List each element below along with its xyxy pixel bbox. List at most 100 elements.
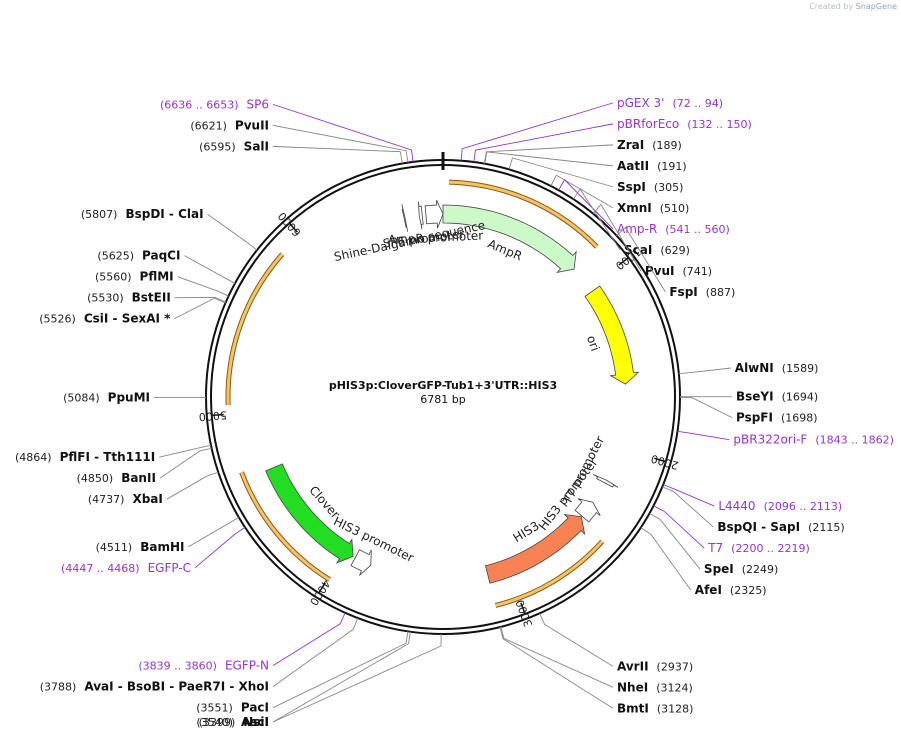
site-position: (3839 .. 3860)	[138, 660, 217, 673]
feature-his3	[485, 513, 586, 584]
site-leader-line	[508, 157, 614, 188]
site-name: PflMI	[140, 270, 174, 284]
site-leader-line	[184, 255, 236, 284]
credit-prefix: Created by	[809, 2, 854, 11]
site-position: (3788)	[40, 681, 77, 694]
site-label: AatII(191)	[617, 159, 687, 173]
site-name: ZraI	[617, 138, 644, 152]
site-label: NheI(3124)	[617, 680, 693, 694]
site-leader-line	[500, 626, 614, 688]
site-position: (1698)	[781, 412, 818, 425]
site-label: SpeI(2249)	[704, 562, 778, 576]
site-label: (5526) CsiI - SexAI *	[39, 312, 171, 326]
site-name: BamHI	[140, 540, 184, 554]
site-label: (3551)PacI	[196, 701, 269, 715]
site-label: AlwNI(1589)	[735, 361, 819, 375]
feature-label-ampr-promoter: AmpR promoter	[388, 228, 484, 246]
site-position: (5625)	[97, 250, 134, 263]
site-leader-line	[678, 367, 731, 375]
snapgene-logo: SnapGene	[855, 2, 897, 11]
feature-clover	[265, 463, 354, 564]
site-position: (3540)	[196, 716, 233, 729]
feature-ori	[584, 285, 640, 385]
tick-label: 2000	[649, 452, 680, 472]
site-name: PaqCI	[142, 249, 180, 263]
site-name: AscI	[241, 715, 269, 729]
site-leader-line	[272, 631, 411, 723]
site-position: (2249)	[742, 563, 779, 576]
site-leader-line	[272, 631, 409, 709]
site-label: (5625) PaqCI	[97, 249, 180, 263]
tick-mark	[318, 582, 326, 594]
site-position: (6621)	[190, 119, 227, 132]
site-position: (4511)	[96, 541, 133, 554]
site-name: ScaI	[624, 243, 652, 257]
site-label: (6595)SalI	[199, 139, 269, 153]
site-name: EGFP-N	[225, 659, 269, 673]
site-position: (2937)	[657, 660, 694, 673]
feature-label-ori: ori	[584, 334, 602, 353]
site-position: (1843 .. 1862)	[815, 434, 894, 447]
site-position: (305)	[654, 181, 684, 194]
site-position: (189)	[652, 139, 682, 152]
site-name: pBRforEco	[617, 117, 679, 131]
site-leader-line	[662, 486, 714, 528]
site-name: AfeI	[695, 583, 722, 597]
site-label: FspI(887)	[669, 285, 735, 299]
site-leader-line	[166, 471, 219, 500]
site-position: (2325)	[730, 584, 767, 597]
site-leader-line	[272, 617, 359, 688]
site-name: XmnI	[617, 201, 652, 215]
site-position: (3128)	[657, 702, 694, 715]
site-position: (5526)	[39, 313, 76, 326]
site-position: (541 .. 560)	[665, 223, 730, 236]
site-name: PflFI - Tth111I	[60, 450, 156, 464]
primer-label: pBRforEco(132 .. 150)	[617, 117, 752, 131]
site-name: pBR322ori-F	[733, 433, 807, 447]
primer-label: L4440(2096 .. 2113)	[718, 499, 842, 513]
tick-mark	[211, 413, 224, 417]
site-leader-line	[558, 178, 614, 230]
feature-ampr-promoter	[424, 199, 444, 229]
site-name: EGFP-C	[148, 561, 191, 575]
snapgene-credit: Created by SnapGene	[809, 2, 897, 11]
site-label: (6621)PvuII	[190, 118, 269, 132]
feature-his3-promoter-left	[350, 549, 372, 576]
orf-arc-fill	[448, 180, 598, 248]
orf-arc	[225, 252, 285, 406]
site-layer: pGEX 3'(72 .. 94)pBRforEco(132 .. 150)Zr…	[15, 96, 894, 729]
site-name: XbaI	[132, 492, 162, 506]
site-leader-line	[194, 527, 246, 569]
site-leader-line	[550, 174, 614, 209]
orf-arc-fill	[226, 253, 284, 406]
orf-layer	[225, 179, 605, 608]
site-label: ZraI (189)	[617, 138, 682, 152]
site-position: (4447 .. 4468)	[61, 562, 140, 575]
site-name: PvuI	[645, 264, 675, 278]
site-label: (5807)BspDI - ClaI	[81, 207, 204, 221]
site-name: SspI	[617, 180, 646, 194]
tick-mark	[654, 457, 667, 463]
site-label: SspI (305)	[617, 180, 683, 194]
site-name: PacI	[241, 701, 269, 715]
site-leader-line	[679, 397, 733, 419]
site-leader-line	[272, 633, 442, 723]
site-position: (6636 .. 6653)	[160, 98, 239, 111]
primer-label: (6636 .. 6653)SP6	[160, 97, 269, 111]
site-position: (5530)	[87, 292, 124, 305]
site-name: BspDI - ClaI	[125, 207, 203, 221]
site-label: AvrII(2937)	[617, 659, 693, 673]
site-name: CsiI - SexAI *	[84, 312, 171, 326]
site-position: (510)	[660, 202, 690, 215]
site-name: pGEX 3'	[617, 96, 664, 110]
site-name: L4440	[718, 499, 755, 513]
site-leader-line	[640, 527, 692, 591]
site-label: (4864)PflFI - Tth111I	[15, 450, 155, 464]
site-position: (2200 .. 2219)	[731, 542, 810, 555]
site-name: AatII	[617, 159, 649, 173]
feature-t7-promoter	[593, 474, 619, 488]
site-label: (5084)PpuMI	[63, 390, 150, 404]
site-position: (6595)	[199, 140, 236, 153]
site-label: PvuI(741)	[645, 264, 712, 278]
site-name: BseYI	[736, 390, 774, 404]
